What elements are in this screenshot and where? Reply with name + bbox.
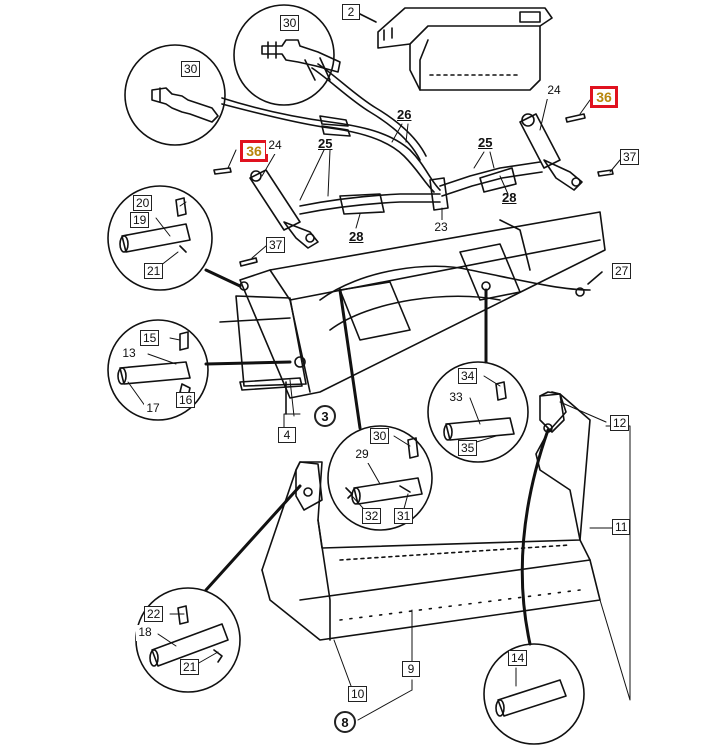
leader-lines: [127, 95, 631, 721]
detail-circle-13-15-16-17: [107, 319, 292, 421]
part-27-loader-frame: [219, 211, 606, 415]
detail-circle-14: [483, 428, 585, 745]
callout-2: 2: [342, 4, 360, 20]
detail-circle-19-20-21: [107, 185, 242, 291]
callout-24-right: 24: [545, 83, 563, 99]
callout-15: 15: [140, 330, 160, 346]
hoses-25-28: [299, 161, 543, 215]
callout-35: 35: [458, 440, 478, 456]
callout-3: 3: [314, 405, 336, 427]
callout-24-left: 24: [266, 138, 284, 154]
callout-27: 27: [612, 263, 632, 279]
callout-31: 31: [394, 508, 414, 524]
callout-22: 22: [144, 606, 164, 622]
ram-24-right: [519, 113, 583, 191]
part-2-bucket-top: [377, 7, 553, 91]
callout-34: 34: [458, 368, 478, 384]
callout-19: 19: [130, 212, 150, 228]
callout-28-left: 28: [349, 229, 364, 244]
callout-36-left-highlighted: 36: [240, 140, 268, 162]
callout-30-lower: 30: [370, 428, 390, 444]
callout-17: 17: [144, 401, 162, 417]
callout-12: 12: [610, 415, 630, 431]
detail-circle-18-21-22: [135, 484, 302, 693]
callout-16: 16: [176, 392, 196, 408]
callout-33: 33: [447, 390, 465, 406]
callout-23: 23: [432, 220, 450, 236]
ram-24-left: [249, 169, 319, 249]
callout-8: 8: [334, 711, 356, 733]
callout-30-left: 30: [181, 61, 201, 77]
callout-21-lower: 21: [180, 659, 200, 675]
callout-10: 10: [348, 686, 368, 702]
callout-4: 4: [278, 427, 296, 443]
detail-circle-33-34-35: [427, 288, 529, 463]
callout-36-right-highlighted: 36: [590, 86, 618, 108]
leader-27: [587, 271, 603, 285]
callout-29: 29: [353, 447, 371, 463]
bucket-lower: [261, 391, 601, 641]
detail-circle-30-left: [124, 44, 226, 146]
callout-30-top: 30: [280, 15, 300, 31]
callout-18: 18: [136, 625, 154, 641]
callout-13: 13: [120, 346, 138, 362]
callout-9: 9: [402, 661, 420, 677]
hoses-26: [221, 63, 441, 193]
pins-36-37: [213, 113, 614, 267]
callout-20: 20: [133, 195, 153, 211]
callout-32: 32: [362, 508, 382, 524]
callout-21-upper: 21: [144, 263, 164, 279]
callout-37-right: 37: [620, 149, 640, 165]
detail-circle-29-32: [327, 288, 433, 531]
callout-25-left: 25: [318, 136, 333, 151]
callout-37-left: 37: [266, 237, 286, 253]
callout-14: 14: [508, 650, 528, 666]
callout-26: 26: [397, 107, 412, 122]
callout-28-right: 28: [502, 190, 517, 205]
callout-25-right: 25: [478, 135, 493, 150]
detail-circle-30-top: [233, 4, 341, 106]
callout-11: 11: [612, 519, 631, 535]
